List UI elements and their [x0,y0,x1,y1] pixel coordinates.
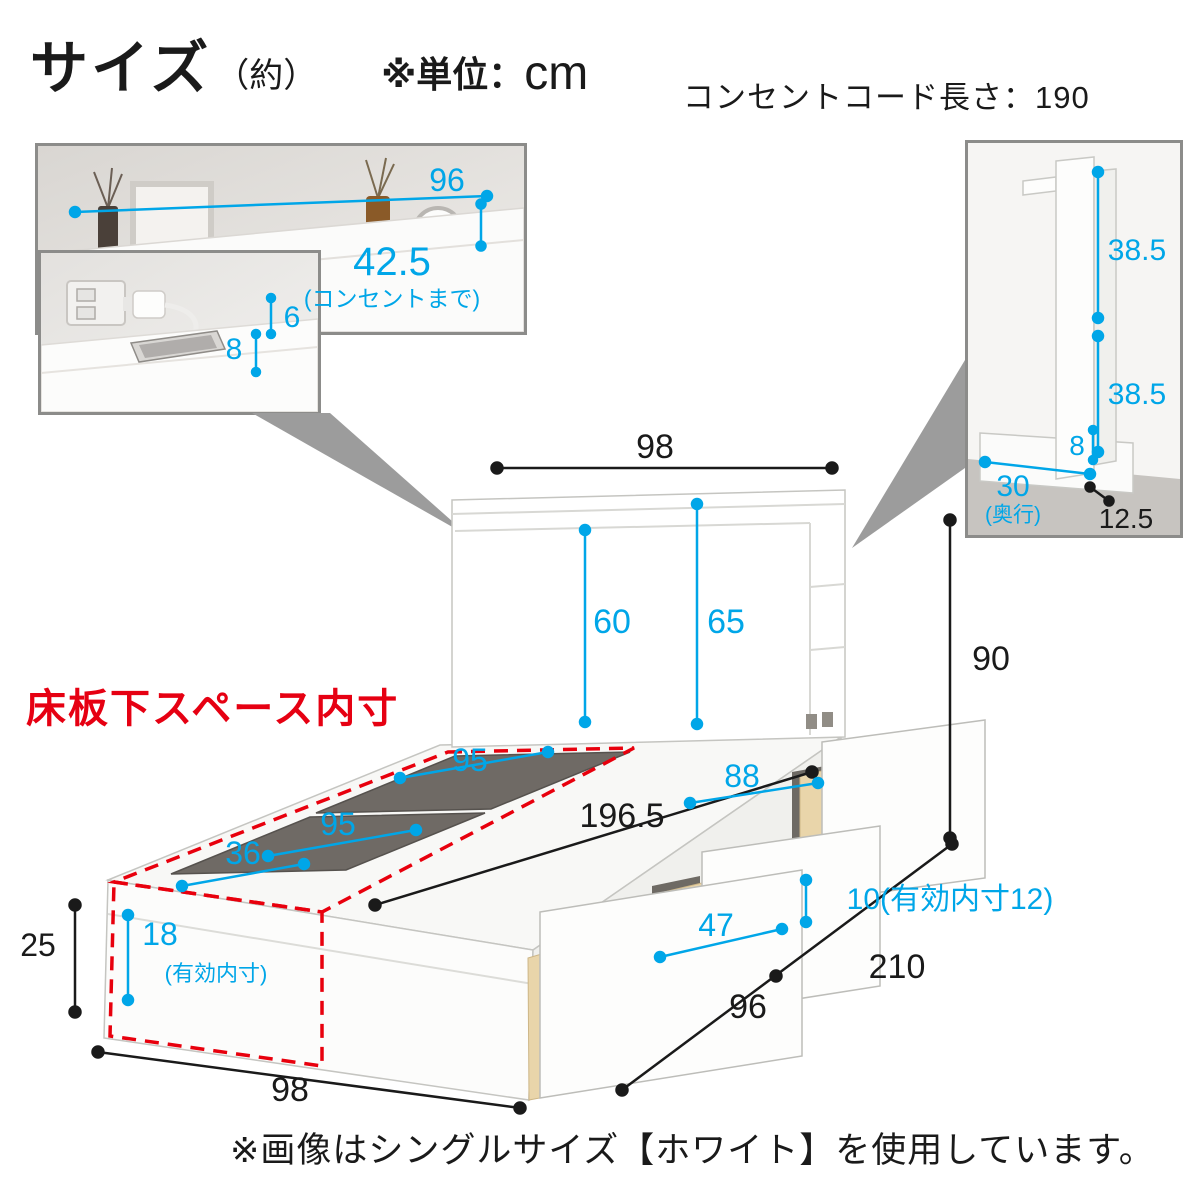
under-floor-face-outline [108,879,324,1069]
callout-wedge-left [252,413,470,537]
dim-side-8: 8 [1069,430,1085,461]
dim-shelf-6: 6 [283,301,301,334]
dim-95-1: 95 [452,742,488,778]
dim-line-25 [68,898,82,1019]
dim-line-shelf-96 [68,189,494,219]
dim-47: 47 [698,907,734,943]
cord-length-note: コンセントコード長さ：190 [683,80,1090,115]
dim-line-lip-6 [265,292,277,340]
callout-wedges [252,360,965,548]
bottom-note: ※画像はシングルサイズ【ホワイト】を使用しています。 [230,1131,1155,1170]
dim-10: 10(有効内寸12) [846,883,1054,916]
dim-line-98-bottom [91,1045,527,1115]
dim-98-bottom: 98 [271,1071,309,1109]
dim-line-65 [690,497,704,731]
under-floor-outline [107,746,635,1069]
dim-42-5: 42.5 [353,240,431,284]
dim-65: 65 [707,603,745,641]
floor-board-2 [170,812,486,875]
dim-196-5: 196.5 [579,797,665,835]
unit-note: ※単位： [381,54,525,95]
callout-wedge-right [852,360,965,548]
headboard [451,489,846,748]
dim-25: 25 [20,927,56,963]
dim-line-96-210 [615,837,959,1097]
dim-line-95-2 [261,823,423,863]
dim-30: 30 [996,470,1030,503]
dim-38-5-upper: 38.5 [1107,234,1167,267]
title-text: サイズ [30,36,212,101]
headboard-shelf-lip [451,503,846,515]
floor-boards [170,751,631,875]
headboard-inner-panel-top [454,522,811,532]
dim-96: 96 [729,988,767,1026]
dim-shelf-8: 8 [225,333,243,366]
dim-line-47 [653,922,789,964]
dim-line-95-1 [393,745,555,785]
dim-line-gap-8 [1087,424,1099,466]
dim-line-98-top [490,461,839,475]
outlet-slot-2 [822,712,833,727]
drawers [527,719,986,1101]
compartment-shelf-1 [809,583,846,588]
dim-line-18 [121,908,135,1007]
dim-line-38-5-upper [1091,165,1105,325]
dim-line-42-5 [475,198,487,252]
dim-36: 36 [225,835,261,871]
dim-line-88 [683,776,825,810]
smartphone [129,330,227,363]
dimensions-cyan [68,165,1105,1007]
dim-line-depth-8 [250,328,262,378]
dim-90: 90 [972,640,1010,678]
diffuser-bottle [98,206,118,254]
dim-line-60 [578,523,592,729]
headboard-front [451,489,846,748]
shelf-board [41,318,318,412]
dim-30-note: (奥行) [985,503,1041,527]
dim-18-note: (有効内寸) [164,961,268,986]
dim-line-36 [175,857,311,893]
compartment-shelf-2 [809,646,846,651]
dim-line-38-5-lower [1091,329,1105,459]
foot-face-seam [107,913,534,985]
dim-210: 210 [868,948,926,986]
dim-38-5-lower: 38.5 [1107,378,1167,411]
unit-value: cm [524,47,589,100]
dim-60: 60 [593,603,631,641]
dim-shelf-96: 96 [429,162,465,198]
floor-board-1 [315,751,631,814]
dim-42-5-note: (コンセントまで) [303,285,481,312]
title-approx: （約） [215,57,318,95]
dim-line-30 [978,455,1097,481]
outlet-plate [66,280,126,326]
outlet-slot-1 [806,714,817,729]
dim-95-2: 95 [320,806,356,842]
page-title: サイズ （約） ※単位： cm [30,40,588,98]
dim-18: 18 [142,916,178,952]
dim-12-5: 12.5 [1098,503,1154,534]
drawer-front-3 [539,869,803,1099]
dimensions-black [68,461,1115,1115]
dim-98-top: 98 [636,428,674,466]
under-floor-label: 床板下スペース内寸 [26,687,400,731]
dim-line-12-5 [1084,481,1115,507]
inset-outlet-photo [38,250,321,415]
dim-line-10 [799,873,813,929]
dim-88: 88 [724,758,760,794]
